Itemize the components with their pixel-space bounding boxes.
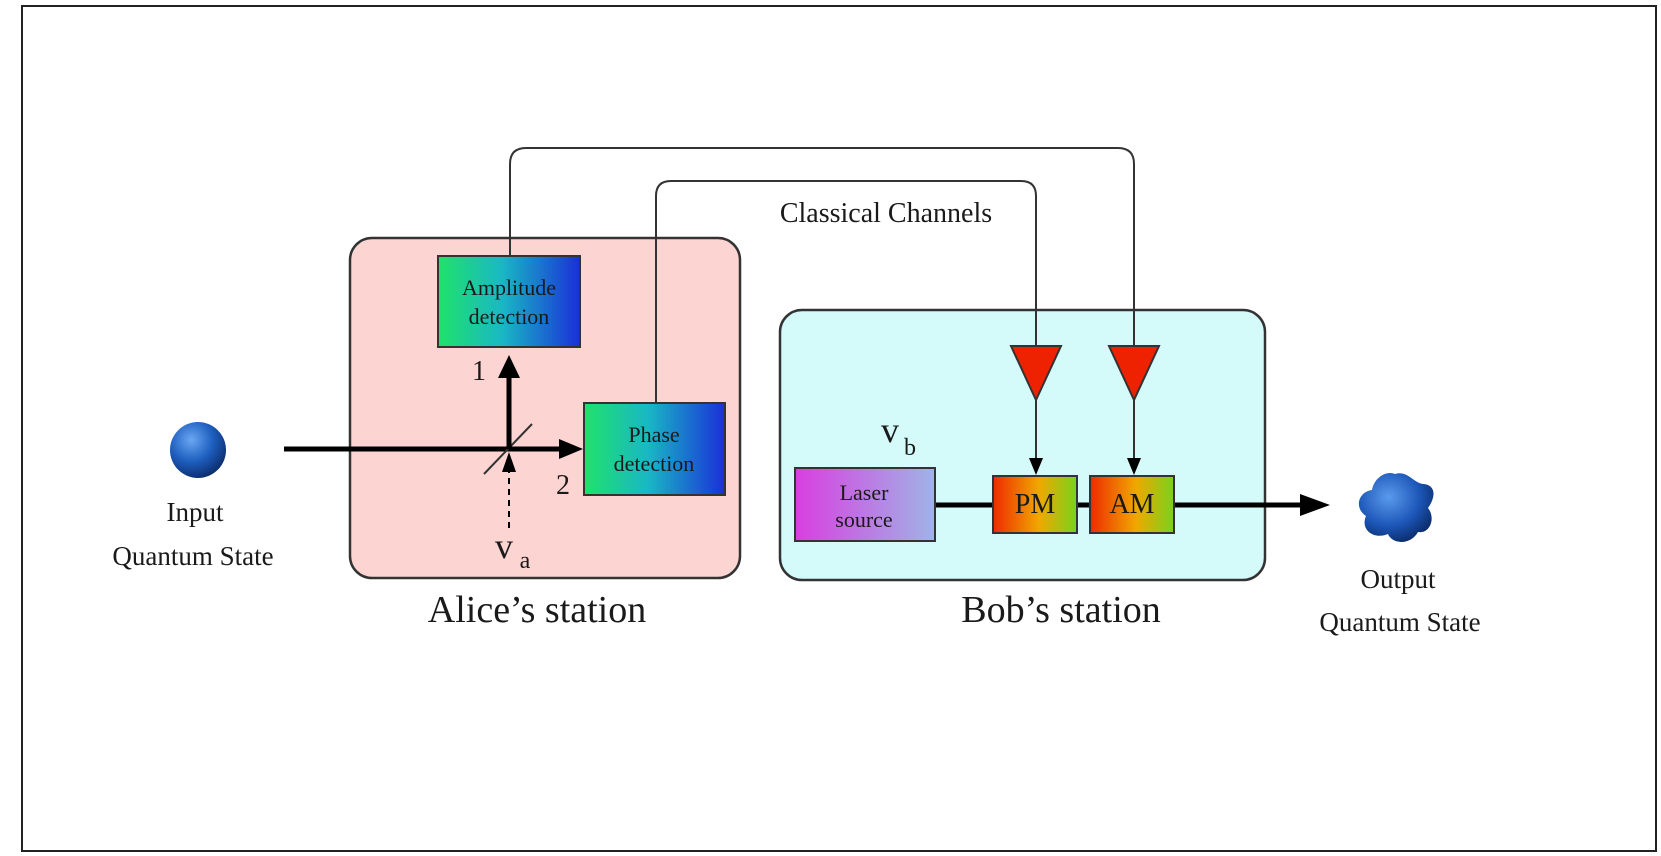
alice-station-label: Alice’s station [428, 589, 646, 631]
amplitude-detection-box [437, 255, 581, 348]
laser-source-box [794, 467, 936, 542]
vacuum-b-symbol: v [881, 410, 899, 450]
output-label-line2: Quantum State [1319, 607, 1480, 637]
input-label-line2: Quantum State [112, 541, 273, 571]
laser-source-line2: source [835, 507, 892, 532]
amplitude-modulator-label: AM [1109, 489, 1154, 520]
vacuum-arrow [502, 452, 516, 472]
bob-station-label: Bob’s station [961, 589, 1161, 631]
laser-source-line1: Laser [840, 480, 890, 505]
amplitude-modulator-box [1089, 475, 1175, 534]
amplifier-pm-arrow [1029, 458, 1043, 475]
vacuum-b-subscript: b [904, 435, 916, 461]
frame-border [21, 5, 1657, 852]
vacuum-a-subscript: a [520, 548, 531, 574]
input-label-line1: Input [167, 497, 224, 527]
port-2-label: 2 [556, 470, 570, 501]
amplitude-detection-line2: detection [469, 304, 550, 329]
classical-channel-amplitude-line [509, 147, 1135, 346]
beam-arrow-to-phase [559, 439, 583, 459]
output-arrow [1300, 494, 1330, 516]
output-state-blob [1358, 472, 1434, 542]
amplitude-detection-line1: Amplitude [462, 275, 556, 300]
vacuum-a-symbol: v [495, 526, 513, 566]
classical-channels-label: Classical Channels [780, 198, 992, 229]
phase-detection-line1: Phase [628, 422, 679, 447]
amplifier-pm-triangle [1009, 345, 1063, 403]
port-1-label: 1 [472, 356, 486, 387]
amplifier-am-triangle [1107, 345, 1161, 403]
phase-modulator-label: PM [1015, 489, 1056, 520]
beam-arrow-to-amplitude [498, 355, 520, 378]
classical-channel-phase-line [655, 180, 1037, 404]
phase-detection-line2: detection [614, 451, 695, 476]
output-label-line1: Output [1360, 564, 1436, 594]
amplifier-am-arrow [1127, 458, 1141, 475]
phase-detection-box [583, 402, 726, 496]
input-state-sphere [170, 422, 226, 478]
phase-modulator-box [992, 475, 1078, 534]
